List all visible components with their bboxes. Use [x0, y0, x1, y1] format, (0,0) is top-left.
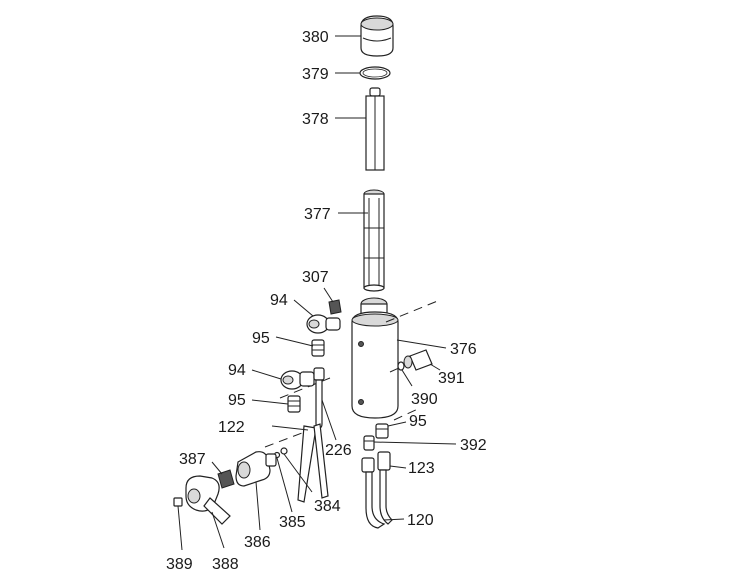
part-122-stem [297, 423, 329, 503]
label-392: 392 [460, 437, 487, 454]
label-122: 122 [218, 419, 245, 436]
part-95-nipple-right [375, 423, 389, 439]
part-95-nipple-upper [311, 339, 325, 357]
label-226: 226 [325, 442, 352, 459]
label-388: 388 [212, 556, 239, 573]
label-385: 385 [279, 514, 306, 531]
part-226-tube [313, 367, 325, 429]
label-95-right: 95 [409, 413, 427, 430]
part-95-nipple-lower [287, 395, 301, 413]
part-94-tee-upper [306, 314, 341, 334]
label-123: 123 [408, 460, 435, 477]
label-95-lower: 95 [228, 392, 246, 409]
part-94-tee-lower [280, 370, 315, 390]
part-389-screw [173, 497, 183, 507]
part-390-seal [397, 361, 405, 371]
part-labels: 380 379 378 377 307 94 95 376 94 391 95 … [166, 29, 487, 573]
part-123-hose-fitting [361, 451, 391, 473]
leader-lines [177, 35, 457, 551]
label-380: 380 [302, 29, 329, 46]
part-384-spring [280, 447, 288, 455]
part-307-plug [328, 299, 342, 315]
label-94-upper: 94 [270, 292, 288, 309]
part-376-manifold-body [351, 297, 399, 419]
label-391: 391 [438, 370, 465, 387]
part-120-hose [365, 469, 393, 529]
part-377-filter [363, 189, 385, 292]
label-386: 386 [244, 534, 271, 551]
label-384: 384 [314, 498, 341, 515]
label-307: 307 [302, 269, 329, 286]
label-120: 120 [407, 512, 434, 529]
label-389: 389 [166, 556, 193, 573]
label-390: 390 [411, 391, 438, 408]
label-377: 377 [304, 206, 331, 223]
label-95-upper: 95 [252, 330, 270, 347]
part-391-fitting [403, 349, 433, 371]
label-94-lower: 94 [228, 362, 246, 379]
part-392-adapter [363, 435, 375, 451]
part-380-cap [360, 15, 394, 57]
part-387-nut [217, 469, 235, 489]
part-378-rod [365, 87, 385, 171]
label-378: 378 [302, 111, 329, 128]
part-388-handle [185, 475, 231, 525]
part-386-housing [235, 451, 277, 487]
part-379-o-ring [359, 66, 391, 80]
label-387: 387 [179, 451, 206, 468]
label-376: 376 [450, 341, 477, 358]
label-379: 379 [302, 66, 329, 83]
